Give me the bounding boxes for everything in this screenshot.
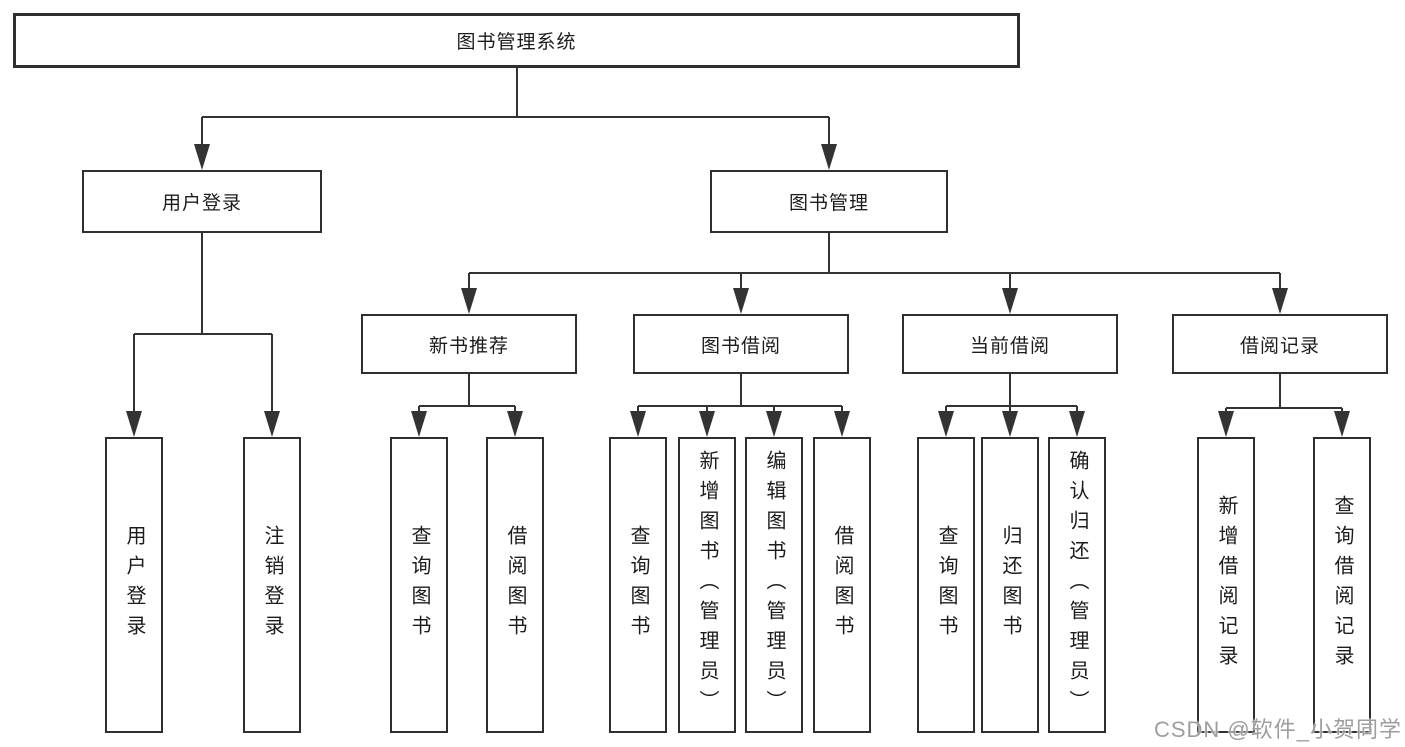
node-book-borrowing: 图书借阅 — [633, 314, 849, 374]
node-library-management-system: 图书管理系统 — [13, 13, 1020, 68]
leaf-current-return-books: 归还图书 — [981, 437, 1039, 733]
leaf-records-add-record: 新增借阅记录 — [1197, 437, 1255, 733]
arrowheads — [126, 144, 1350, 437]
leaf-borrow-borrow-books: 借阅图书 — [813, 437, 871, 733]
node-user-login: 用户登录 — [82, 170, 322, 233]
node-current-borrowing: 当前借阅 — [902, 314, 1118, 374]
leaf-logout: 注销登录 — [243, 437, 301, 733]
leaf-user-login: 用户登录 — [105, 437, 163, 733]
leaf-records-query-record: 查询借阅记录 — [1313, 437, 1371, 733]
node-book-management: 图书管理 — [710, 170, 948, 233]
leaf-current-confirm-return-admin: 确认归还（管理员） — [1048, 437, 1106, 733]
node-borrowing-records: 借阅记录 — [1172, 314, 1388, 374]
leaf-borrow-edit-books-admin: 编辑图书（管理员） — [745, 437, 803, 733]
leaf-borrow-query-books: 查询图书 — [609, 437, 667, 733]
node-new-book-recommend: 新书推荐 — [361, 314, 577, 374]
leaf-newbook-query-books: 查询图书 — [390, 437, 448, 733]
leaf-borrow-add-books-admin: 新增图书（管理员） — [678, 437, 736, 733]
leaf-newbook-borrow-books: 借阅图书 — [486, 437, 544, 733]
leaf-current-query-books: 查询图书 — [917, 437, 975, 733]
